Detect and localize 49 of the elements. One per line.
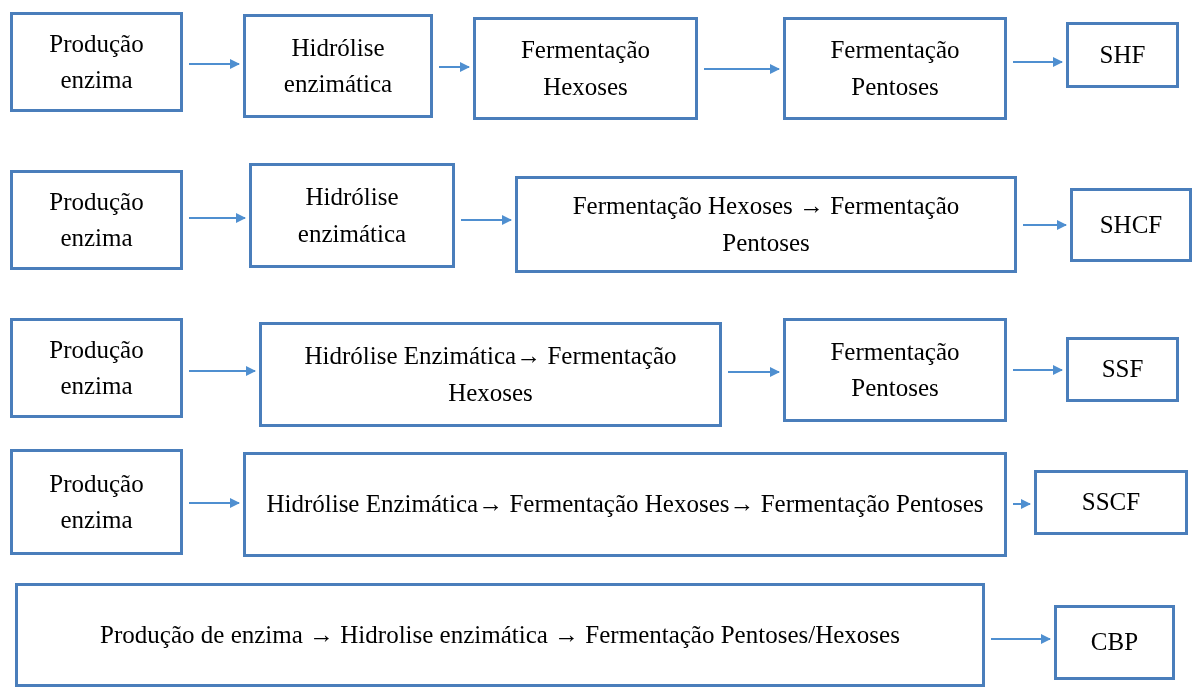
arrow [188, 366, 256, 376]
process-box [243, 452, 1007, 557]
arrow [438, 62, 470, 72]
box-label: Produção enzima [48, 186, 145, 253]
process-box [10, 170, 183, 270]
process-box [1066, 22, 1179, 88]
box-label: Hidrólise enzimática [282, 32, 394, 99]
process-box [1034, 470, 1188, 535]
box-label: SSF [1101, 354, 1144, 385]
box-label: Produção de enzima → Hidrolise enzimática → Fermentação Pentoses/Hexoses [100, 619, 900, 650]
process-box [783, 318, 1007, 422]
process-box [10, 12, 183, 112]
arrow [188, 213, 246, 223]
arrow [188, 498, 240, 508]
process-box [515, 176, 1017, 273]
process-box [473, 17, 698, 120]
arrow [1012, 499, 1031, 509]
process-box [10, 318, 183, 418]
box-label: Produção enzima [48, 334, 145, 401]
arrow [1012, 57, 1063, 67]
process-box [259, 322, 722, 427]
process-box [783, 17, 1007, 120]
process-box [1070, 188, 1192, 262]
process-box [1066, 337, 1179, 402]
arrow [188, 59, 240, 69]
box-label: Hidrólise enzimática [296, 182, 408, 249]
arrow [703, 64, 780, 74]
box-label: CBP [1090, 627, 1139, 658]
box-label: Hidrólise Enzimática→ Fermentação Hexoses [303, 341, 678, 408]
arrow [1012, 365, 1063, 375]
box-label: Produção enzima [48, 468, 145, 535]
box-label: SSCF [1081, 487, 1141, 518]
process-box [1054, 605, 1175, 680]
box-label: Fermentação Pentoses [829, 336, 961, 403]
box-label: Fermentação Hexoses → Fermentação Pentoses [571, 191, 961, 258]
box-label: SHCF [1099, 209, 1163, 240]
arrow [727, 367, 780, 377]
process-box [10, 449, 183, 555]
box-label: Fermentação Hexoses [519, 35, 652, 102]
box-label: Fermentação Pentoses [829, 35, 961, 102]
box-label: Produção enzima [48, 28, 145, 95]
box-label: SHF [1099, 39, 1146, 70]
process-box [249, 163, 455, 268]
process-box [243, 14, 433, 118]
arrow [460, 215, 512, 225]
arrow [1022, 220, 1067, 230]
process-box [15, 583, 985, 687]
arrow [990, 634, 1051, 644]
box-label: Hidrólise Enzimática→ Fermentação Hexoses→ Fermentação Pentoses [266, 489, 984, 520]
